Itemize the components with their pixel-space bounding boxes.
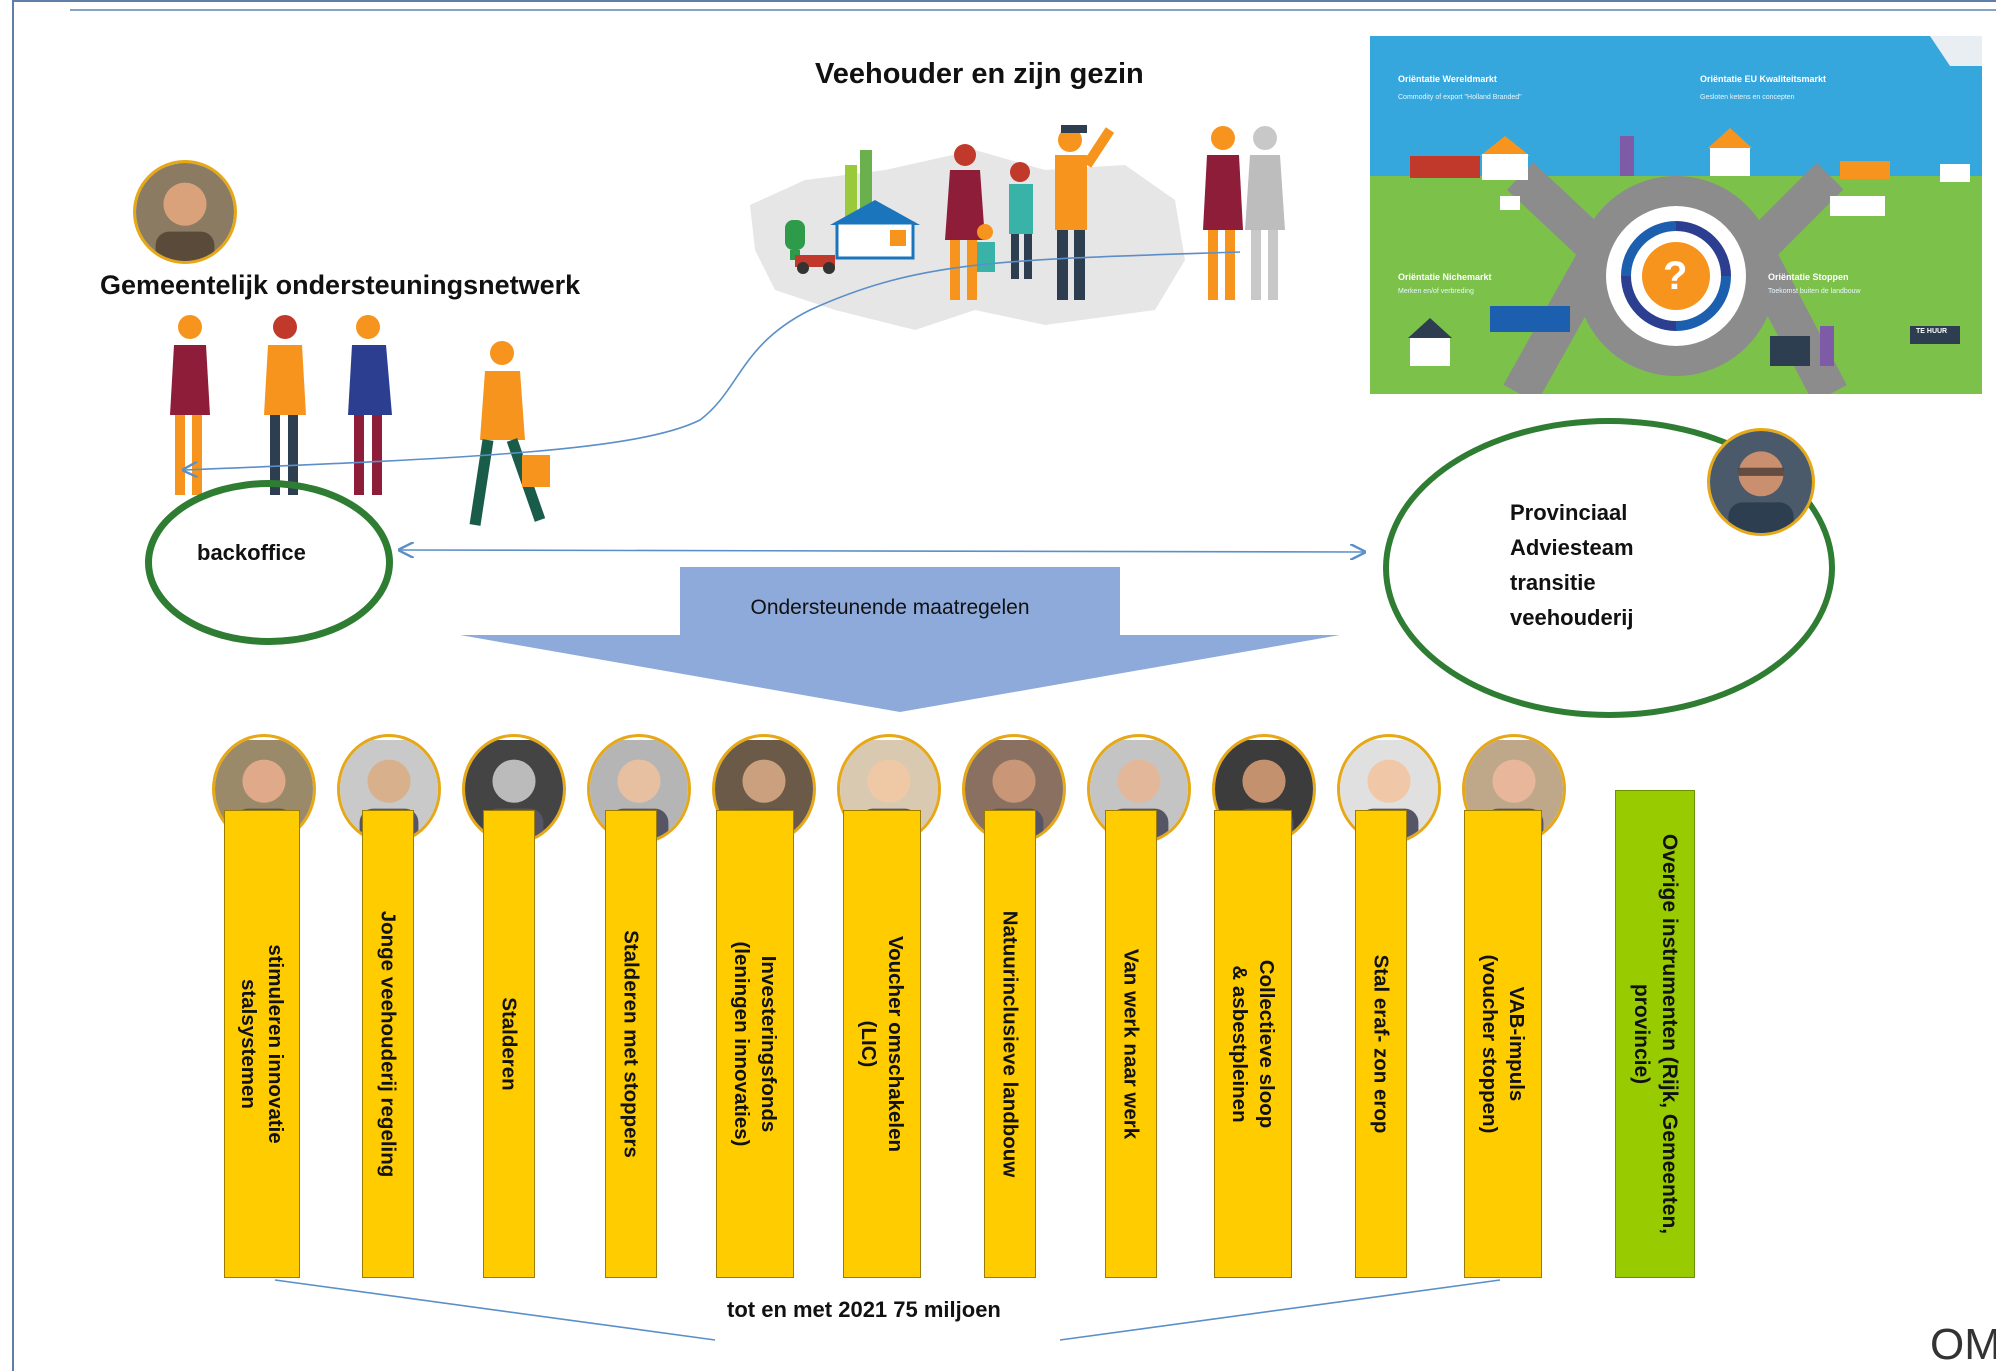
measure-label: Jonge veehouderij regeling xyxy=(376,910,400,1178)
map-q3-title: Oriëntatie Nichemarkt xyxy=(1398,272,1492,282)
network-people-illustration xyxy=(170,315,550,526)
corner-logo: OM xyxy=(1930,1320,1996,1369)
measure-column-6: Voucher omschakelen (LIC) xyxy=(843,810,921,1278)
advisory-team-ellipse xyxy=(1383,418,1835,718)
map-sign: TE HUUR xyxy=(1916,328,1948,335)
backoffice-label: backoffice xyxy=(197,540,306,565)
measure-label: Investeringsfonds (leningen innovaties) xyxy=(730,941,780,1147)
measure-column-3: Stalderen xyxy=(483,810,535,1278)
other-instruments-label: Overige instrumenten (Rijk, Gemeenten, p… xyxy=(1630,833,1681,1235)
strategy-map: Oriëntatie Wereldmarkt Commodity of expo… xyxy=(1370,36,1982,394)
measure-column-9: Collectieve sloop & asbestpleinen xyxy=(1214,810,1292,1278)
map-q4-sub: Toekomst buiten de landbouw xyxy=(1768,288,1861,295)
measure-column-2: Jonge veehouderij regeling xyxy=(362,810,414,1278)
measure-label: Stalderen met stoppers xyxy=(619,930,643,1158)
top-rule xyxy=(70,9,1996,11)
measure-label: Stal eraf- zon erop xyxy=(1369,954,1393,1134)
measure-label: stimuleren innovatie stalsystemen xyxy=(237,944,287,1144)
measure-label: VAB-impuls (voucher stoppen) xyxy=(1478,954,1528,1134)
budget-label: tot en met 2021 75 miljoen xyxy=(727,1297,1001,1322)
measure-label: Collectieve sloop & asbestpleinen xyxy=(1228,959,1278,1129)
measure-column-1: stimuleren innovatie stalsystemen xyxy=(224,810,300,1278)
budget-bracket xyxy=(274,1279,1501,1341)
strategy-map-drawing xyxy=(1370,36,1982,394)
advisory-lead-photo xyxy=(1707,428,1815,536)
measure-column-11: VAB-impuls (voucher stoppen) xyxy=(1464,810,1542,1278)
measure-label: Natuurinclusieve landbouw xyxy=(998,910,1022,1178)
household-to-network-arrow xyxy=(180,251,1241,480)
measure-column-7: Natuurinclusieve landbouw xyxy=(984,810,1036,1278)
network-title: Gemeentelijk ondersteuningsnetwerk xyxy=(100,270,581,300)
map-q2-title: Oriëntatie EU Kwaliteitsmarkt xyxy=(1700,74,1827,84)
measure-label: Van werk naar werk xyxy=(1119,948,1143,1140)
map-question-mark: ? xyxy=(1663,254,1688,298)
map-q2-sub: Gesloten ketens en concepten xyxy=(1700,94,1795,101)
map-q3-sub: Merken en/of verbreding xyxy=(1398,288,1474,295)
measures-arrow xyxy=(460,567,1340,712)
measure-label: Stalderen xyxy=(497,997,521,1091)
other-instruments-column: Overige instrumenten (Rijk, Gemeenten, p… xyxy=(1615,790,1695,1278)
measures-label: Ondersteunende maatregelen xyxy=(750,596,1030,619)
network-lead-photo xyxy=(133,160,237,264)
household-illustration xyxy=(750,125,1285,330)
measure-column-10: Stal eraf- zon erop xyxy=(1355,810,1407,1278)
advisory-team-label: Provinciaal Adviesteam transitie veehoud… xyxy=(1510,500,1634,630)
measure-label: Voucher omschakelen (LIC) xyxy=(857,935,907,1153)
map-q1-sub: Commodity of export "Holland Branded" xyxy=(1398,94,1522,101)
backoffice-advisory-connector xyxy=(395,540,1370,560)
household-title: Veehouder en zijn gezin xyxy=(815,58,1144,90)
slide-frame xyxy=(12,0,1996,1371)
map-q4-title: Oriëntatie Stoppen xyxy=(1768,272,1849,282)
measure-column-8: Van werk naar werk xyxy=(1105,810,1157,1278)
measure-column-4: Stalderen met stoppers xyxy=(605,810,657,1278)
map-q1-title: Oriëntatie Wereldmarkt xyxy=(1398,74,1497,84)
backoffice-ellipse xyxy=(145,480,393,645)
measure-column-5: Investeringsfonds (leningen innovaties) xyxy=(716,810,794,1278)
